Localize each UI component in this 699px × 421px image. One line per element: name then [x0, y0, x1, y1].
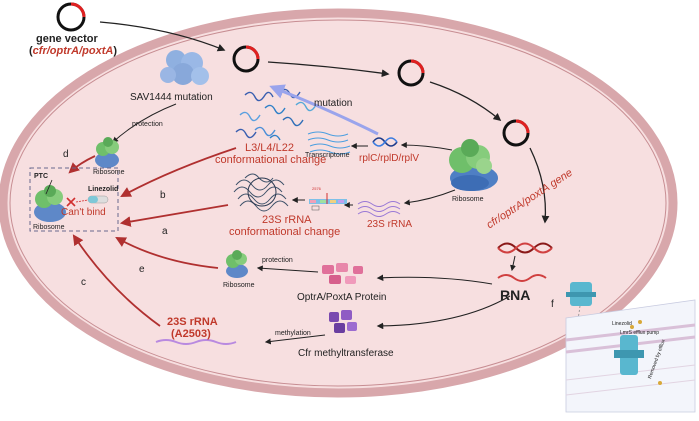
letter-f: f [551, 299, 554, 310]
ribosome-icon [34, 185, 66, 222]
ribosome-icon [449, 139, 498, 191]
l3-l4-l22-label: L3/L4/L22 [245, 142, 294, 154]
arrow-a [119, 204, 229, 227]
rrna-a2503-strand-icon [155, 339, 237, 345]
plasmid-icon [56, 2, 86, 32]
linezolid-label: Linezolid [88, 186, 119, 193]
letter-c: c [81, 277, 86, 288]
sav1444-protein-icon [160, 50, 209, 85]
mutation-arrow [269, 84, 379, 136]
arrow-entry [99, 21, 226, 52]
ribosome-label-right: Ribosome [452, 196, 484, 203]
rrna-sequence-icon: 2576 [309, 186, 347, 211]
ptc-label: PTC [34, 173, 48, 180]
arrow [264, 334, 326, 345]
mutation-label: mutation [314, 98, 353, 109]
protection-label: protection [132, 121, 163, 128]
optra-protein-label: OptrA/PoxtA Protein [297, 292, 387, 303]
rrna-3d-structure-icon [233, 173, 289, 212]
plasmid-icon [232, 45, 260, 73]
rplc-label: rplC/rplD/rplV [359, 153, 420, 164]
inset-pump-label: LmrS efflux pump [620, 330, 660, 336]
cant-bind-label: Can't bind [61, 207, 106, 218]
arrow [429, 81, 502, 121]
arrow [267, 61, 390, 78]
rrna-right-label: 23S rRNA [367, 219, 413, 230]
transcriptome-label: Transcriptome [305, 152, 350, 159]
ribosome-icon [95, 137, 119, 168]
arrow [112, 103, 177, 143]
cfr-protein-icon [329, 310, 357, 333]
arrow-to-gene [529, 147, 550, 224]
transcriptome-icon [307, 131, 351, 155]
gene-vector-genes: (cfr/optrA/poxtA) [29, 45, 118, 57]
letter-b: b [160, 190, 166, 201]
l3-conformational-label: conformational change [215, 154, 327, 166]
rna-label: RNA [500, 287, 531, 303]
arrow [510, 255, 516, 272]
linezolid-capsule-icon [87, 195, 109, 204]
ptc-binding-box [29, 167, 119, 232]
arrow-c [72, 234, 161, 327]
dna-icon [372, 137, 398, 147]
arrow-b [120, 147, 237, 198]
arrow [376, 274, 493, 285]
optra-protein-icon [322, 263, 363, 284]
arrow-d [68, 155, 96, 174]
gene-vector-title: gene vector [36, 33, 98, 45]
methylation-label: methylation [275, 330, 311, 337]
ribosome-label-d: Ribosome [93, 169, 125, 176]
protection-label: protection [262, 257, 293, 264]
plasmid-icon [502, 119, 530, 147]
arrow [376, 295, 511, 330]
ptc-pointer [45, 179, 53, 195]
arrow [256, 265, 319, 273]
sav1444-label: SAV1444 mutation [130, 92, 213, 103]
letter-e: e [139, 264, 145, 275]
ribosome-icon [226, 250, 248, 278]
arrow-e [115, 236, 219, 269]
arrow [400, 142, 453, 151]
letter-a: a [162, 226, 168, 237]
letter-d: d [63, 149, 69, 160]
gene-dna-icon [497, 242, 553, 254]
rna-strand-icon [497, 274, 547, 282]
rrna-conformational-label: conformational change [229, 226, 341, 238]
efflux-pump-icon [566, 282, 596, 306]
cross-icon [66, 197, 76, 207]
a2503-position-label: (A2503) [171, 328, 211, 340]
efflux-inset-panel [565, 299, 696, 413]
ribosome-label-e: Ribosome [223, 282, 255, 289]
a2503-label: 23S rRNA [167, 316, 218, 328]
plasmid-icon [397, 59, 425, 87]
arrow [403, 189, 456, 206]
rrna-strand-icon [357, 201, 401, 217]
inset-linezolid-label: Linezolid [612, 321, 632, 327]
ribosome-box-label: Ribosome [33, 224, 65, 231]
svg-text:2576: 2576 [312, 186, 322, 191]
rrna-label: 23S rRNA [262, 214, 312, 226]
cfr-label: Cfr methyltransferase [298, 348, 394, 359]
